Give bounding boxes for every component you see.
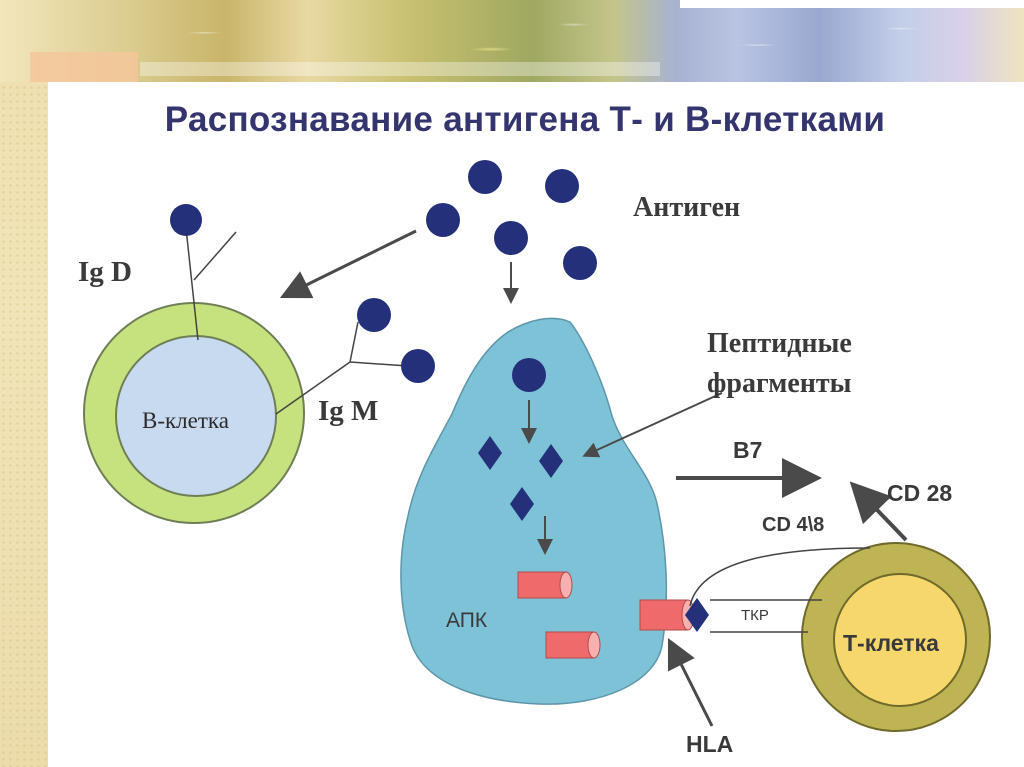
antigen-dot [401,349,435,383]
decorative-left-strip [0,0,48,767]
antigen-dot [357,298,391,332]
b-cell-label: В-клетка [142,408,229,433]
antigen-dot [170,204,202,236]
decorative-top-banner [0,0,1024,82]
presented-peptide [685,598,709,632]
peptide-label-line1: Пептидные [707,328,852,359]
b-cell-nucleus [115,335,277,497]
antigen-dot [563,246,597,280]
igd-receptor [170,204,237,341]
slide-title: Распознавание антигена Т- и В-клетками [164,100,886,139]
arrow-cd28 [849,481,908,542]
peptide-diamond [510,487,534,521]
igm-receptor [275,298,435,415]
antigen-dot [468,160,502,194]
antigen-dot [426,203,460,237]
cd4-8-label: CD 4\8 [762,514,825,536]
antigen-dot [512,358,546,392]
arrow-antigen-to-b-cell [279,229,417,299]
igm-label: Ig M [318,395,379,427]
b7-label: B7 [733,437,763,463]
igd-label: Ig D [78,256,132,288]
decorative-stripe [680,0,1024,8]
arrow-peptide-label [582,392,723,458]
cd28-label: CD 28 [887,480,953,506]
hla-label: HLA [686,731,734,757]
antigen-dot [545,169,579,203]
peptide-fragments [478,436,563,521]
apc-cell [400,317,668,705]
tcr-label: ТКР [741,607,769,624]
b-cell [83,302,305,524]
decorative-stripe [140,62,660,76]
peptide-label-line2: фрагменты [707,368,852,399]
hla-molecule [545,631,601,659]
peptide-diamond [478,436,502,470]
t-cell-label: Т-клетка [843,630,939,656]
t-cell [801,542,991,732]
apc-label: АПК [446,609,488,632]
t-cell-nucleus [833,573,967,707]
decorative-stripe [30,52,138,82]
cd4-8-coreceptor [689,547,871,607]
arrow-hla [667,637,714,727]
antigen-dot [494,221,528,255]
hla-molecule [517,571,573,599]
peptide-diamond [539,444,563,478]
antigen-label: Антиген [633,192,741,223]
antigen-cluster [426,160,597,280]
